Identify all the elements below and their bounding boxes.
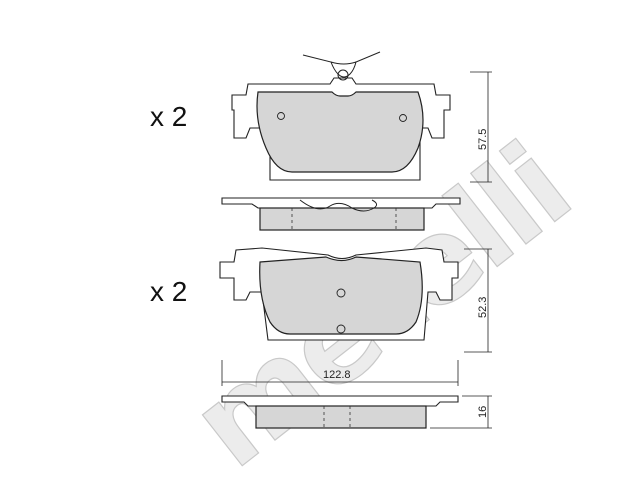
pad-1-friction-material [256,91,424,173]
pad-1-hole-left [277,112,285,120]
pad-2-side-backing [221,395,459,407]
pad-2-width-value: 122.8 [323,369,351,381]
pad-2-friction-material [259,256,423,335]
pad-1-hole-right [399,114,407,122]
pad-1-clip-eye [337,69,349,81]
pad-2-height-dimension: 52.3 [464,248,492,353]
pad-1-front-view [231,51,451,181]
pad-1-side-friction [259,207,425,231]
pad-1-side-view [221,197,461,231]
pad-1-side-backing [221,197,461,209]
pad-2-height-value: 52.3 [477,297,489,318]
pad-2-side-friction [255,405,427,429]
pad-1-wear-clip [302,51,381,78]
pad-2-width-dimension: 122.8 [221,360,459,386]
pad-2-hole-top [336,288,346,298]
pad-1-quantity-label: x 2 [150,101,187,132]
pad-2-hole-bottom [336,324,346,334]
pad-2-thickness-dimension: 16 [430,395,492,429]
pad-2-quantity-label: x 2 [150,276,187,307]
pad-1-height-value: 57.5 [477,129,489,150]
pad-2-front-view [219,247,459,341]
pad-2-side-view [221,395,459,429]
pad-1-height-dimension: 57.5 [470,71,492,183]
pad-2-thickness-value: 16 [477,406,489,418]
pad-1-side-clip [299,199,378,212]
